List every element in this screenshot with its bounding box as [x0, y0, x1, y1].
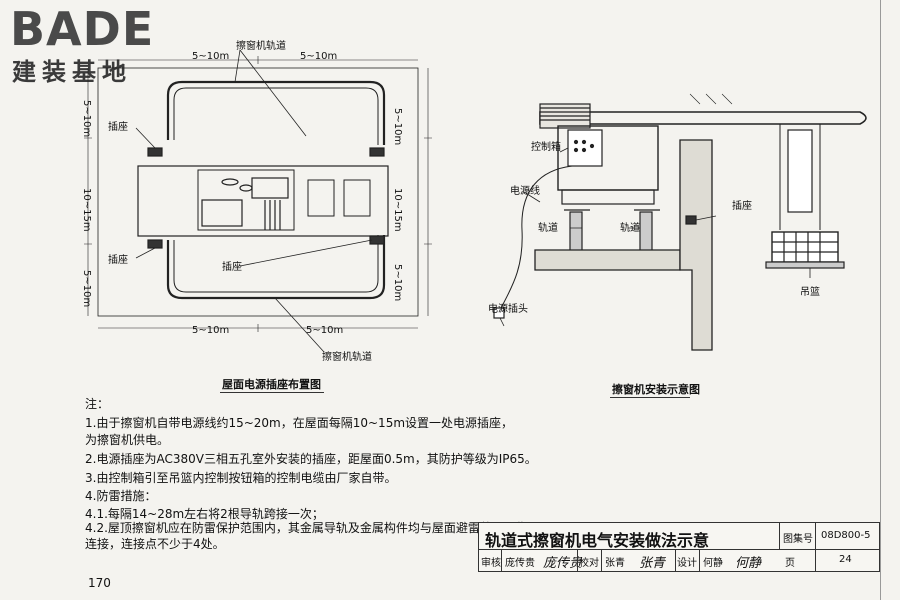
socket-label: 插座 — [108, 122, 128, 133]
dimension-label: 5~10m — [392, 264, 403, 302]
designer-name: 何静 — [703, 558, 723, 569]
page-edge — [880, 0, 881, 600]
title-block-divider — [601, 549, 602, 571]
socket-label: 插座 — [108, 255, 128, 266]
note-item: 为擦窗机供电。 — [85, 433, 170, 447]
window-cleaner-installation-drawing — [493, 93, 867, 351]
brand-logo-subtitle: 建装基地 — [12, 58, 132, 86]
dimension-label: 5~10m — [192, 325, 230, 336]
note-item: 4.防雷措施： — [85, 489, 157, 503]
socket-label: 插座 — [732, 201, 752, 212]
reviewer-name: 庞传贵 — [505, 558, 535, 569]
page-number-cell: 24 — [839, 554, 852, 565]
atlas-number: 08D800-5 — [821, 530, 871, 541]
dimension-label: 5~10m — [81, 270, 92, 308]
design-label: 设计 — [677, 558, 697, 569]
atlas-number-label: 图集号 — [783, 534, 813, 545]
title-block-divider — [675, 549, 676, 571]
roof-socket-layout-drawing — [84, 49, 432, 353]
book-page-number: 170 — [88, 576, 111, 590]
note-item: 4.1.每隔14~28m左右将2根导轨跨接一次； — [85, 507, 324, 521]
dimension-label: 5~10m — [81, 100, 92, 138]
caption-underline — [610, 397, 690, 398]
drawing-title: 轨道式擦窗机电气安装做法示意 — [485, 531, 710, 550]
basket-label: 吊篮 — [800, 287, 820, 298]
title-block: 轨道式擦窗机电气安装做法示意 图集号 08D800-5 审核 庞传贵 庞传贵 校… — [478, 522, 880, 572]
title-block-divider — [779, 523, 780, 549]
rail-label: 轨道 — [538, 223, 558, 234]
note-item: 3.由控制箱引至吊篮内控制按钮箱的控制电缆由厂家自带。 — [85, 471, 397, 485]
dimension-label: 5~10m — [306, 325, 344, 336]
power-line-label: 电源线 — [510, 186, 540, 197]
left-diagram-caption: 屋面电源插座布置图 — [222, 378, 321, 391]
rail-label: 轨道 — [620, 223, 640, 234]
dimension-label: 5~10m — [392, 108, 403, 146]
title-block-divider — [699, 549, 700, 571]
reviewer-signature: 庞传贵 — [543, 556, 583, 571]
title-block-divider — [815, 523, 816, 571]
power-plug-label: 电源插头 — [488, 304, 528, 315]
title-block-divider — [479, 549, 879, 550]
designer-signature: 何静 — [735, 556, 762, 571]
page-label: 页 — [785, 558, 795, 569]
control-box-label: 控制箱 — [531, 142, 561, 153]
dimension-label: 10~15m — [392, 188, 403, 232]
caption-underline — [220, 392, 324, 393]
dimension-label: 5~10m — [300, 51, 338, 62]
track-label-top: 擦窗机轨道 — [236, 41, 286, 52]
socket-label: 插座 — [222, 262, 242, 273]
track-label-bottom: 擦窗机轨道 — [322, 352, 372, 363]
note-item: 4.2.屋顶擦窗机应在防雷保护范围内，其金属导轨及金属构件均与屋面避雷装置可靠 — [85, 521, 528, 535]
check-label: 校对 — [579, 558, 599, 569]
review-label: 审核 — [481, 558, 501, 569]
dimension-label: 5~10m — [192, 51, 230, 62]
note-item: 2.电源插座为AC380V三相五孔室外安装的插座，距屋面0.5m，其防护等级为I… — [85, 452, 537, 466]
checker-signature: 张青 — [639, 556, 666, 571]
brand-logo: BADE — [10, 2, 155, 56]
title-block-divider — [501, 549, 502, 571]
right-diagram-caption: 擦窗机安装示意图 — [612, 383, 700, 396]
notes-heading: 注： — [85, 397, 110, 411]
note-item: 1.由于擦窗机自带电源线约15~20m，在屋面每隔10~15m设置一处电源插座， — [85, 416, 514, 430]
dimension-label: 10~15m — [81, 188, 92, 232]
note-item: 连接，连接点不少于4处。 — [85, 537, 225, 551]
checker-name: 张青 — [605, 558, 625, 569]
title-block-divider — [577, 549, 578, 571]
